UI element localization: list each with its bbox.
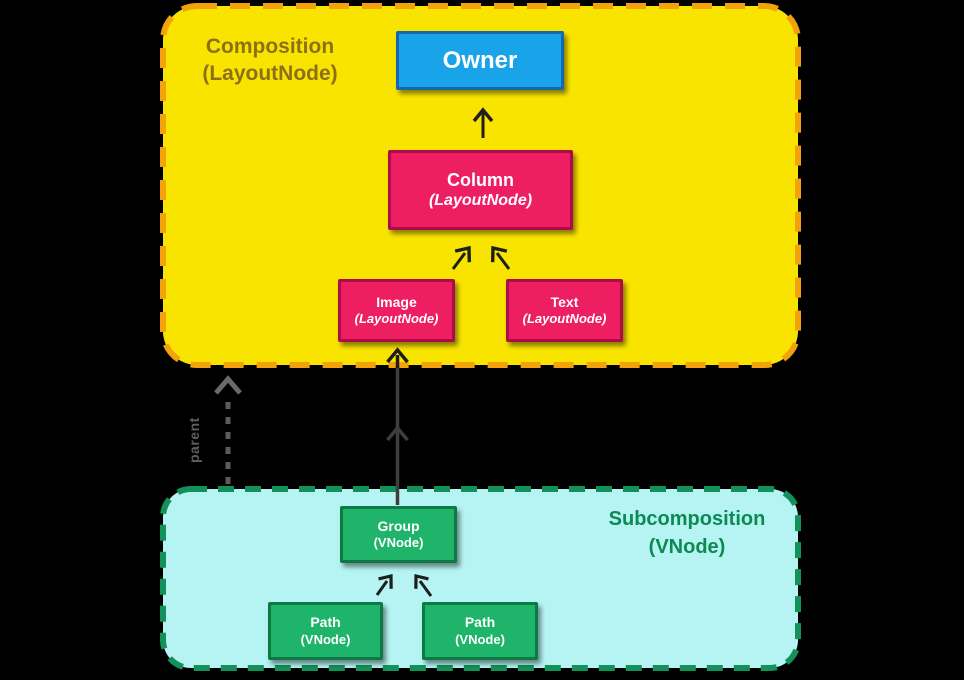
subcomposition-label-type: (VNode) (648, 536, 726, 558)
node-group-subtitle: (VNode) (373, 535, 424, 551)
arrow-image-to-column (451, 245, 472, 270)
arrow-group-to-image (386, 347, 409, 505)
node-path-right-subtitle: (VNode) (455, 631, 505, 647)
node-path-right-title: Path (464, 614, 496, 631)
arrow-text-to-column (490, 245, 511, 270)
composition-label-type: (LayoutNode) (202, 62, 338, 85)
node-column-title: Column (447, 169, 514, 190)
node-column-subtitle: (LayoutNode) (428, 192, 533, 210)
node-image-title: Image (376, 293, 417, 310)
node-group-title: Group (377, 517, 420, 534)
arrow-column-to-owner (472, 107, 494, 138)
node-image-subtitle: (LayoutNode) (354, 311, 439, 327)
node-path-left-subtitle: (VNode) (300, 631, 351, 647)
subcomposition-label: Subcomposition (VNode) (587, 505, 787, 561)
node-image: Image (LayoutNode) (338, 279, 455, 342)
subcomposition-label-name: Subcomposition (608, 508, 766, 530)
node-path-right: Path (VNode) (422, 602, 538, 660)
node-path-left-title: Path (310, 614, 341, 631)
composition-label: Composition (LayoutNode) (170, 33, 370, 87)
arrow-path2-to-group (414, 573, 433, 597)
node-group: Group (VNode) (340, 506, 457, 563)
node-text-title: Text (550, 293, 579, 310)
arrow-parent (214, 375, 242, 484)
node-owner-title: Owner (442, 46, 518, 74)
node-column: Column (LayoutNode) (388, 150, 573, 230)
arrow-path1-to-group (375, 573, 393, 596)
parent-edge-label: parent (186, 417, 202, 463)
node-text-subtitle: (LayoutNode) (522, 311, 607, 327)
composition-label-name: Composition (205, 35, 335, 58)
node-owner: Owner (396, 31, 564, 90)
node-text: Text (LayoutNode) (506, 279, 623, 342)
node-path-left: Path (VNode) (268, 602, 383, 660)
